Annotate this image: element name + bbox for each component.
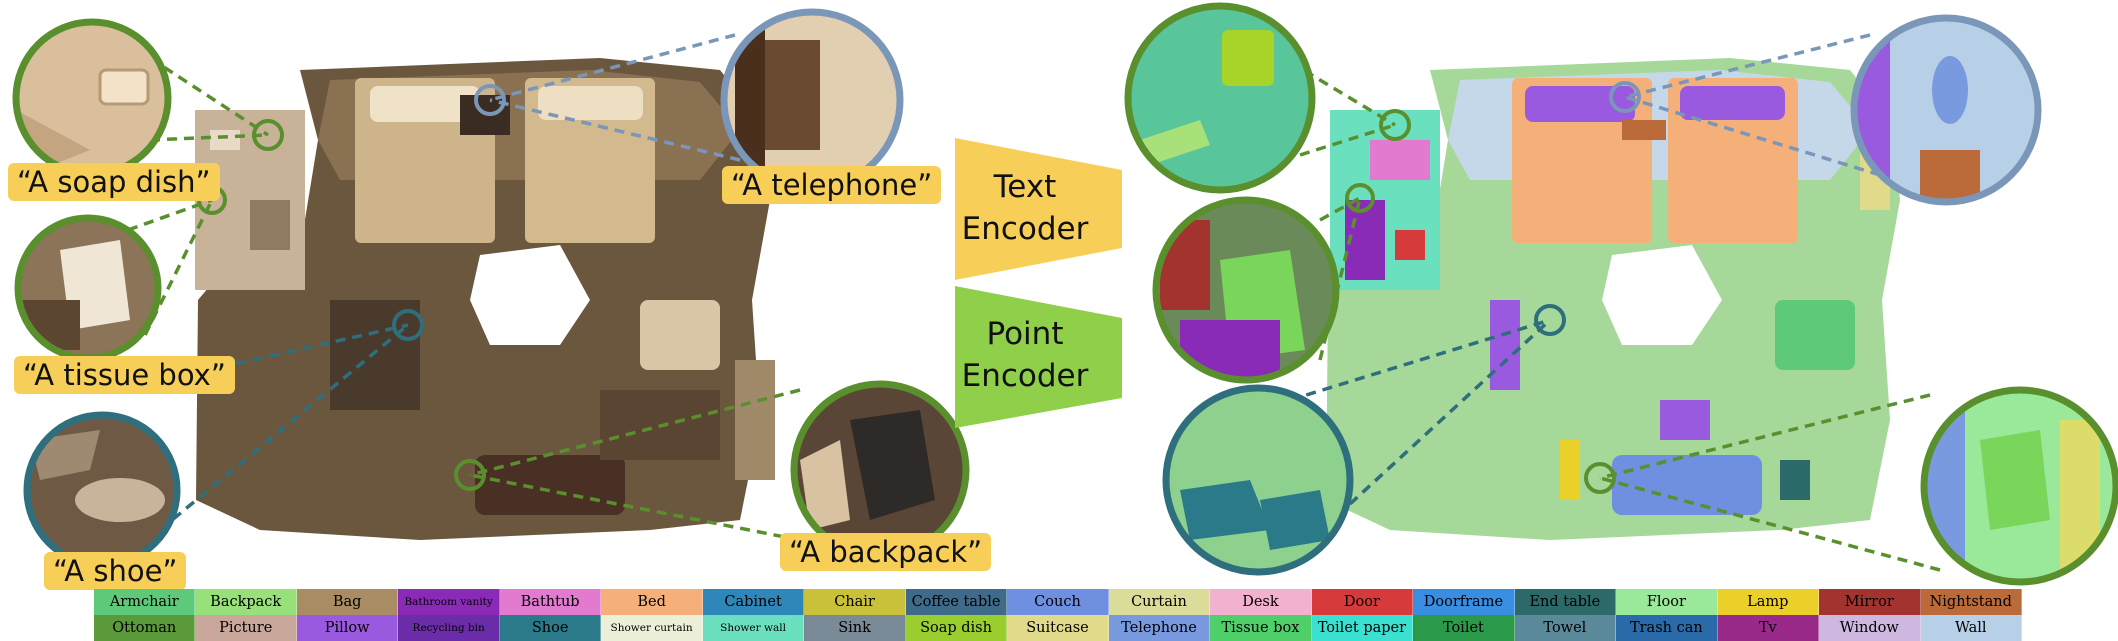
point-encoder-line1: Point xyxy=(986,316,1064,352)
armchair xyxy=(640,300,720,370)
point-encoder-line2: Encoder xyxy=(961,358,1089,394)
shoe-marker xyxy=(392,309,424,341)
scene-figure xyxy=(12,2,2118,586)
segmented-point-cloud xyxy=(1326,58,1900,540)
zoom-shoe xyxy=(23,411,181,569)
seg-zoom-shoe xyxy=(1162,384,1354,576)
text-encoder-line2: Encoder xyxy=(961,211,1089,247)
legend-item: Doorframe xyxy=(1413,589,1515,615)
text-encoder-label: Text Encoder xyxy=(960,166,1090,250)
seg-couch xyxy=(1612,455,1762,515)
text-encoder-line1: Text xyxy=(993,169,1057,205)
label-telephone: “A telephone” xyxy=(722,166,942,204)
label-shoe: “A shoe” xyxy=(44,552,187,590)
legend-item: Curtain xyxy=(1108,589,1211,615)
legend-item: Shower curtain xyxy=(601,615,703,641)
legend-item: Chair xyxy=(804,589,906,615)
left-connectors xyxy=(119,33,801,542)
legend-item: Desk xyxy=(1210,589,1312,615)
zoom-telephone xyxy=(720,8,904,192)
legend-item: Lamp xyxy=(1717,589,1820,615)
legend-item: Cabinet xyxy=(702,589,805,615)
couch xyxy=(475,455,625,515)
legend-item: Armchair xyxy=(94,589,196,615)
zoom-soap-dish xyxy=(12,18,172,178)
soap-dish-marker xyxy=(252,119,284,151)
legend-item: Mirror xyxy=(1819,589,1921,615)
legend-item: Suitcase xyxy=(1007,615,1109,641)
legend-item: Backpack xyxy=(195,589,297,615)
legend-item: Towel xyxy=(1514,615,1617,641)
legend-item: Wall xyxy=(1920,615,2022,641)
right-markers xyxy=(1345,81,1641,494)
legend-item: Picture xyxy=(195,615,297,641)
legend-item: Toilet paper xyxy=(1311,615,1414,641)
legend-item: Soap dish xyxy=(905,615,1008,641)
legend-item: Bag xyxy=(296,589,399,615)
label-backpack: “A backpack” xyxy=(780,533,992,571)
legend-item: End table xyxy=(1514,589,1617,615)
rgb-point-cloud xyxy=(195,58,775,540)
legend-item: Shoe xyxy=(499,615,602,641)
legend-item: Bed xyxy=(601,589,703,615)
legend-item: Door xyxy=(1311,589,1414,615)
legend-item: Bathroom vanity xyxy=(398,589,500,615)
label-soap-dish: “A soap dish” xyxy=(8,163,220,201)
floor-hole xyxy=(470,245,590,345)
telephone-marker xyxy=(474,84,506,116)
backpack-marker xyxy=(454,459,486,491)
legend-item: Coffee table xyxy=(905,589,1008,615)
zoom-tissue-box xyxy=(14,214,162,362)
seg-zoom-tissue-box xyxy=(1152,196,1340,384)
legend-item: Recycling bin xyxy=(398,615,500,641)
seg-zoom-backpack xyxy=(1920,386,2118,586)
legend-item: Pillow xyxy=(296,615,399,641)
legend-item: Tv xyxy=(1717,615,1820,641)
text-encoder-shape xyxy=(955,138,1122,280)
legend-item: Couch xyxy=(1007,589,1109,615)
legend-item: Tissue box xyxy=(1210,615,1312,641)
legend-item: Shower wall xyxy=(702,615,805,641)
label-tissue-box: “A tissue box” xyxy=(14,356,235,394)
legend-item: Trash can xyxy=(1616,615,1718,641)
legend-item: Window xyxy=(1819,615,1921,641)
legend-item: Ottoman xyxy=(94,615,196,641)
zoom-backpack xyxy=(790,380,970,560)
seg-zoom-soap-dish xyxy=(1124,2,1316,194)
left-markers xyxy=(197,84,506,491)
point-encoder-shape xyxy=(955,286,1122,428)
legend-item: Sink xyxy=(804,615,906,641)
legend-item: Toilet xyxy=(1413,615,1515,641)
legend-item: Floor xyxy=(1616,589,1718,615)
legend-item: Telephone xyxy=(1108,615,1211,641)
legend-item: Bathtub xyxy=(499,589,602,615)
legend-item: Nightstand xyxy=(1920,589,2022,615)
point-encoder-label: Point Encoder xyxy=(960,313,1090,397)
